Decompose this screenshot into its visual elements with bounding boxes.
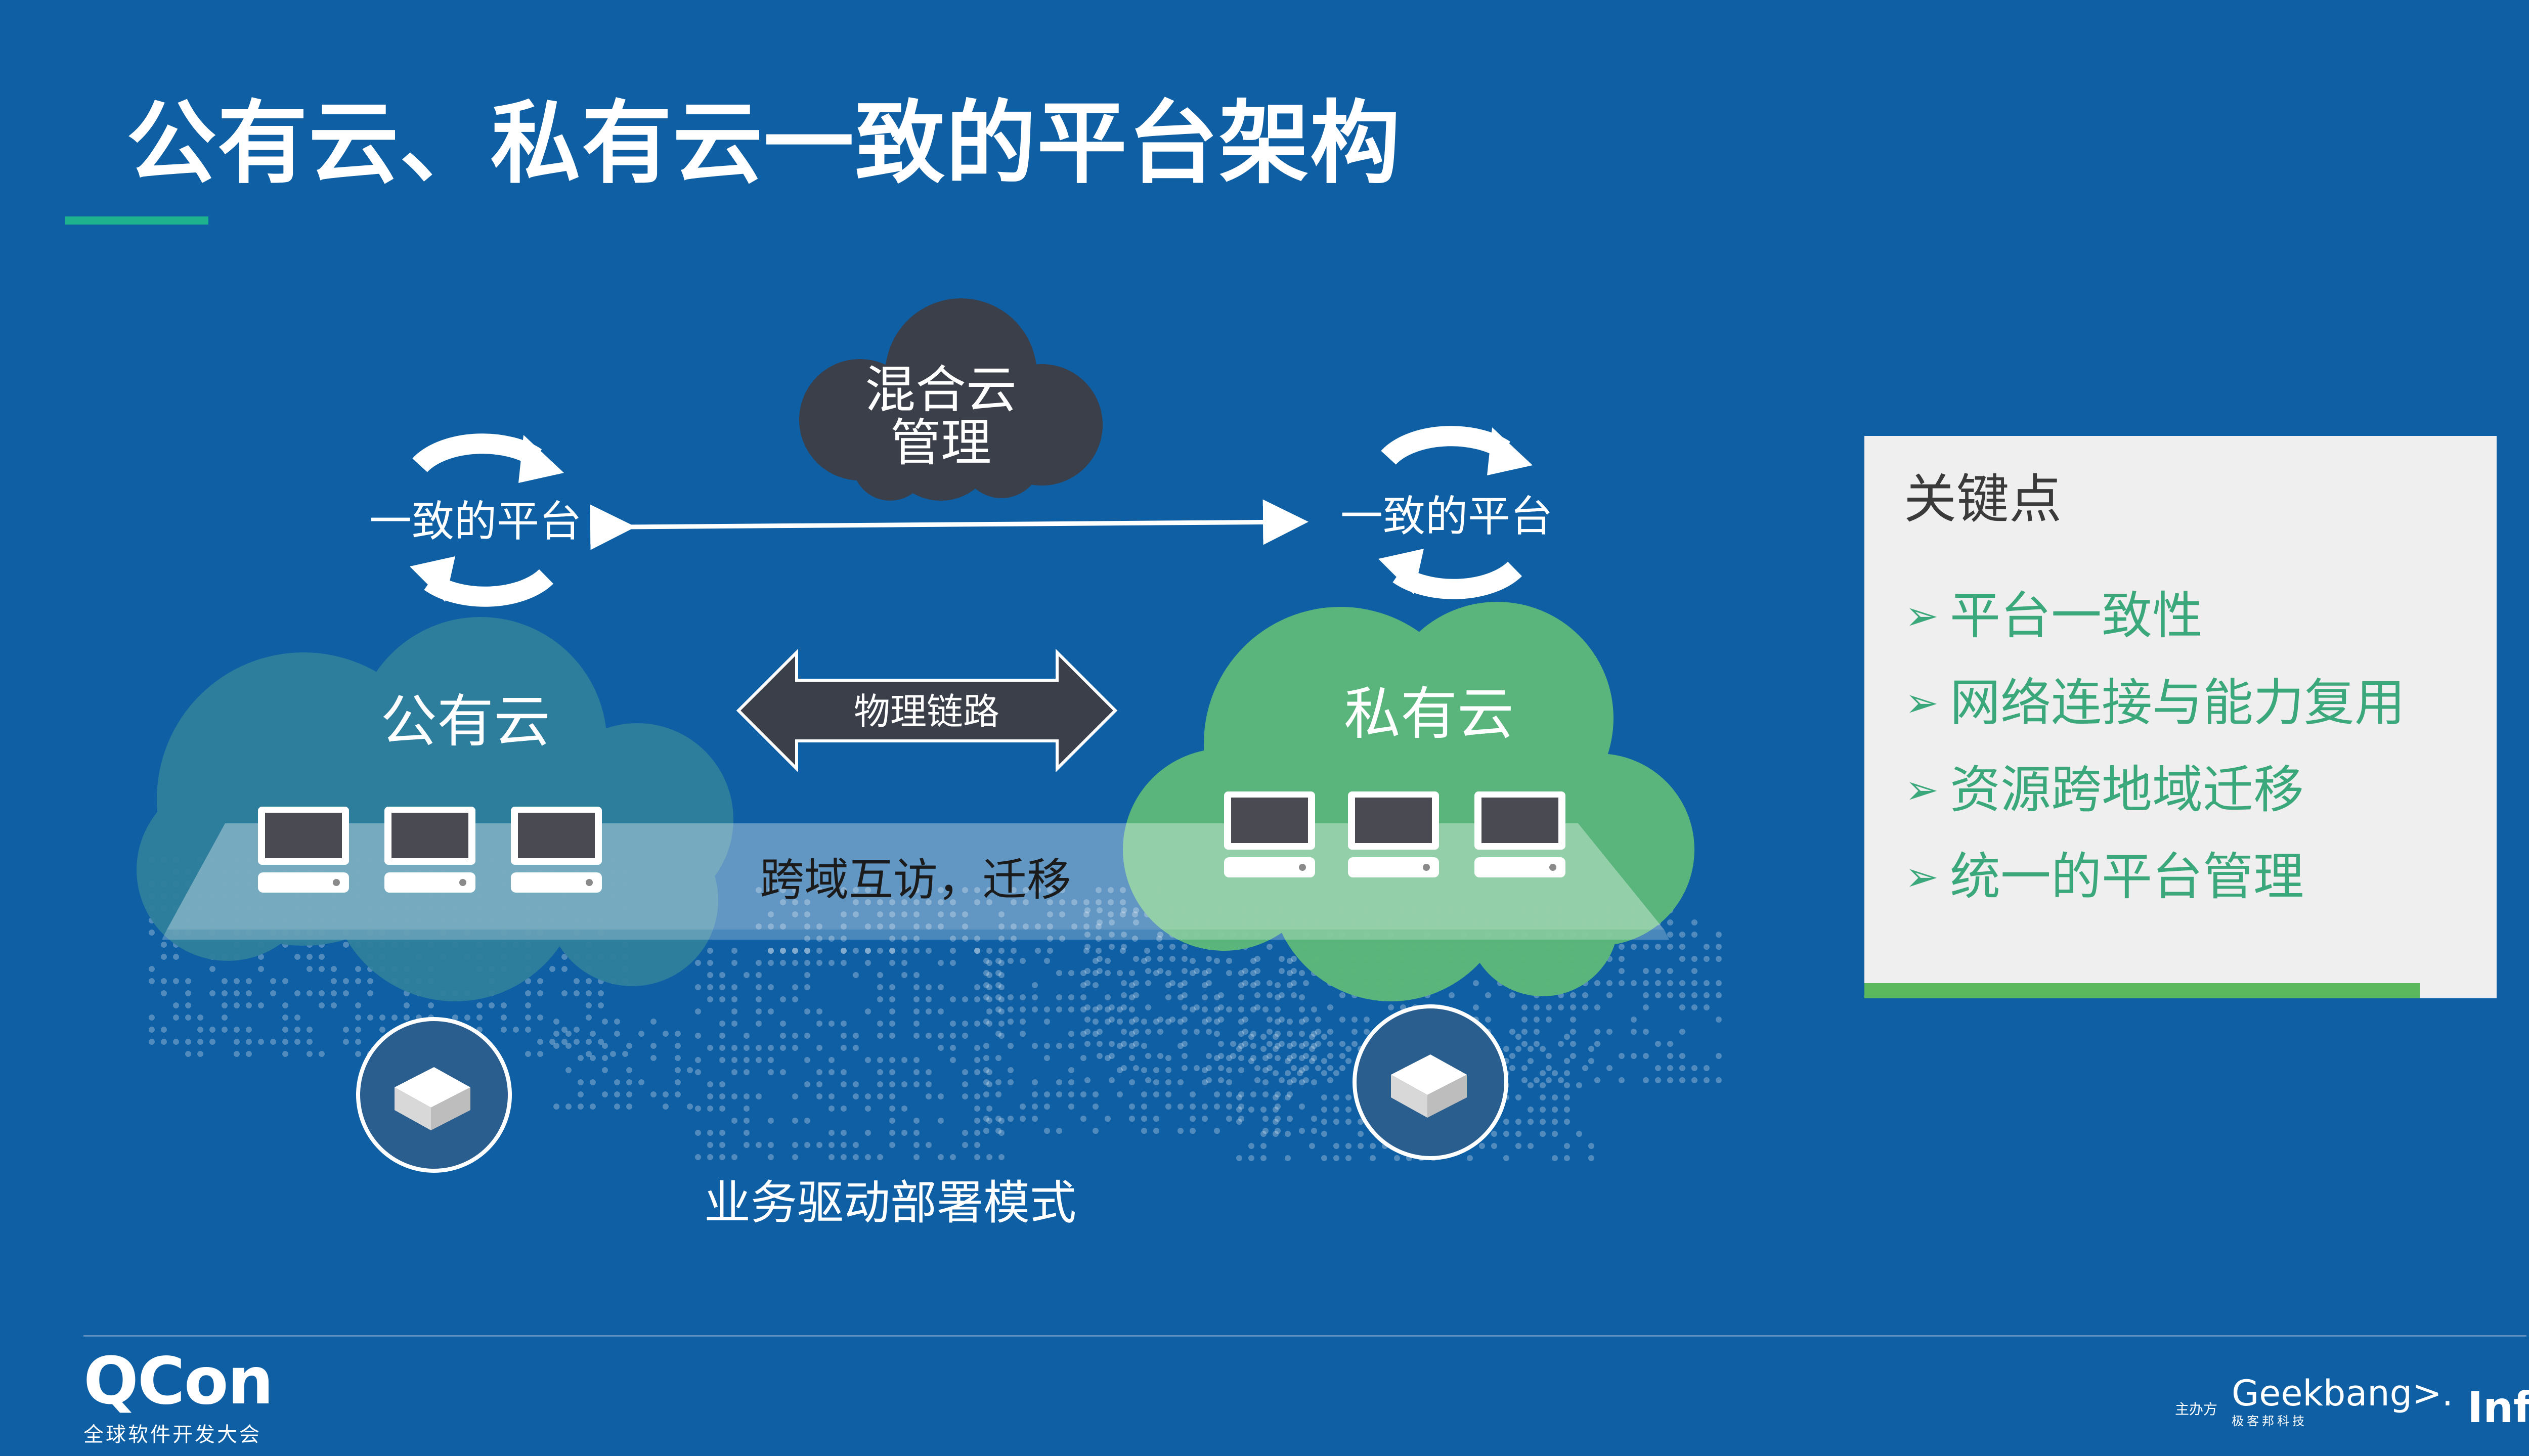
- arrow-bullet-icon: ➢: [1905, 853, 1939, 900]
- sponsor-logos: 主办方 Geekbang>. 极客邦科技 InfoQ: [2175, 1376, 2529, 1429]
- sync-cycle-icon-right: [1378, 426, 1533, 599]
- server-monitor-icon: [511, 807, 602, 893]
- geekbang-logo: Geekbang>. 极客邦科技: [2232, 1376, 2453, 1429]
- key-point-item: ➢平台一致性: [1905, 572, 2405, 659]
- server-monitor-icon: [384, 807, 475, 893]
- sponsor-label: 主办方: [2175, 1401, 2218, 1418]
- key-points-accent-bar: [1864, 983, 2420, 998]
- qcon-subtitle: 全球软件开发大会: [83, 1423, 261, 1446]
- monitor-group: [258, 791, 1565, 893]
- server-monitor-icon: [1474, 791, 1565, 877]
- server-monitor-icon: [1348, 791, 1439, 877]
- server-monitor-icon: [258, 807, 349, 893]
- hybrid-cloud-label-line1: 混合云: [865, 360, 1017, 419]
- key-point-text: 网络连接与能力复用: [1950, 673, 2406, 732]
- key-point-item: ➢网络连接与能力复用: [1905, 659, 2405, 746]
- qcon-logo: QCon 全球软件开发大会: [83, 1344, 274, 1447]
- key-point-text: 统一的平台管理: [1950, 847, 2304, 906]
- management-arrow: [590, 499, 1309, 550]
- public-cloud-label: 公有云: [380, 689, 550, 755]
- qcon-brand: QCon: [83, 1344, 274, 1419]
- key-point-text: 平台一致性: [1950, 586, 2203, 645]
- key-points-list: ➢平台一致性➢网络连接与能力复用➢资源跨地域迁移➢统一的平台管理: [1905, 572, 2405, 920]
- geekbang-subtitle: 极客邦科技: [2232, 1414, 2308, 1428]
- hybrid-cloud-label-line2: 管理: [890, 413, 991, 472]
- cross-domain-band-edge: [162, 930, 1669, 940]
- server-monitor-icon: [1224, 791, 1315, 877]
- geekbang-name: Geekbang>.: [2232, 1373, 2453, 1414]
- key-point-item: ➢统一的平台管理: [1905, 833, 2405, 920]
- arrow-bullet-icon: ➢: [1905, 592, 1939, 639]
- arrow-bullet-icon: ➢: [1905, 679, 1939, 726]
- hybrid-cloud-shape: [799, 298, 1103, 501]
- key-point-text: 资源跨地域迁移: [1950, 760, 2304, 819]
- arrow-bullet-icon: ➢: [1905, 766, 1939, 813]
- footer-divider: [83, 1335, 2526, 1337]
- physical-link-arrow: [736, 648, 1118, 773]
- key-points-title: 关键点: [1904, 468, 2062, 530]
- datacenter-icon-right: [1353, 1004, 1508, 1160]
- private-cloud-label: 私有云: [1344, 681, 1514, 747]
- slide-title: 公有云、私有云一致的平台架构: [126, 91, 1401, 196]
- sync-cycle-icon-left: [410, 433, 564, 607]
- infoq-logo: InfoQ: [2467, 1383, 2529, 1432]
- consistent-platform-left-label: 一致的平台: [369, 497, 582, 546]
- cross-domain-label: 跨域互访，迁移: [760, 854, 1071, 906]
- key-point-item: ➢资源跨地域迁移: [1905, 746, 2405, 833]
- consistent-platform-right-label: 一致的平台: [1340, 492, 1553, 541]
- title-underline: [65, 216, 208, 225]
- datacenter-icon-left: [356, 1017, 512, 1173]
- physical-link-label: 物理链路: [854, 690, 999, 733]
- key-points-panel: 关键点 ➢平台一致性➢网络连接与能力复用➢资源跨地域迁移➢统一的平台管理: [1864, 436, 2497, 998]
- deployment-mode-label: 业务驱动部署模式: [704, 1176, 1076, 1230]
